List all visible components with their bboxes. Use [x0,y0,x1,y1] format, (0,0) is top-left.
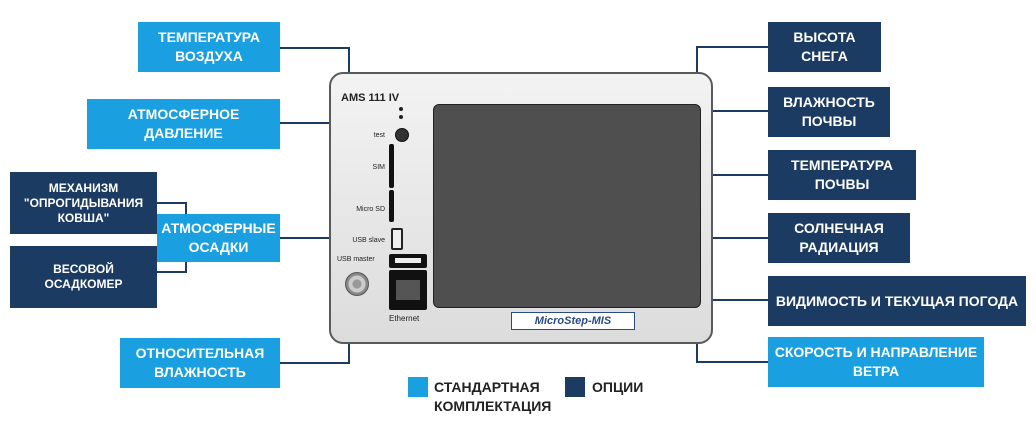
legend-standard-text: СТАНДАРТНАЯ КОМПЛЕКТАЦИЯ [434,379,552,414]
label-visibility-weather: ВИДИМОСТЬ И ТЕКУЩАЯ ПОГОДА [768,276,1026,326]
microstep-logo: MicroStep-MIS [511,312,635,330]
line-humidity [280,344,350,364]
usb-slave-port[interactable] [391,228,403,250]
line-tipping-bucket [157,202,187,214]
usb-master-port[interactable] [389,254,427,268]
legend-options-text: ОПЦИИ [592,379,644,395]
line-snow [696,46,768,72]
label-solar-radiation: СОЛНЕЧНАЯ РАДИАЦИЯ [768,213,910,263]
legend-standard-swatch [408,377,428,397]
sim-label: SIM [372,164,385,171]
ethernet-port[interactable] [389,270,427,310]
label-relative-humidity: ОТНОСИТЕЛЬНАЯ ВЛАЖНОСТЬ [120,338,280,388]
test-button[interactable] [395,128,409,142]
usb-slave-label: USB slave [352,237,385,244]
display-screen [433,104,701,308]
micro-sd-label: Micro SD [356,206,385,213]
legend-options-swatch [565,377,585,397]
line-weighing-gauge [157,262,187,273]
sim-slot[interactable] [389,144,394,188]
label-snow-height: ВЫСОТА СНЕГА [768,22,881,72]
label-wind: СКОРОСТЬ И НАПРАВЛЕНИЕ ВЕТРА [768,337,984,387]
line-wind [696,344,768,363]
ethernet-label: Ethernet [389,314,420,323]
indicator-led-2 [399,115,403,119]
antenna-connector[interactable] [345,272,369,296]
line-air-temperature [280,47,350,72]
ams-device: AMS 111 IV test SIM Micro SD USB slave U… [329,72,713,344]
label-air-temperature: ТЕМПЕРАТУРА ВОЗДУХА [138,22,280,72]
test-label: test [373,132,385,139]
label-tipping-bucket: МЕХАНИЗМ "ОПРОГИДЫВАНИЯ КОВША" [10,172,157,234]
label-soil-temperature: ТЕМПЕРАТУРА ПОЧВЫ [768,150,916,200]
indicator-led-1 [399,107,403,111]
label-atmospheric-pressure: АТМОСФЕРНОЕ ДАВЛЕНИЕ [87,99,280,149]
micro-sd-slot[interactable] [389,190,394,222]
device-model: AMS 111 IV [341,92,400,104]
label-precipitation: АТМОСФЕРНЫЕ ОСАДКИ [157,214,280,262]
label-soil-moisture: ВЛАЖНОСТЬ ПОЧВЫ [768,87,890,137]
label-weighing-gauge: ВЕСОВОЙ ОСАДКОМЕР [10,246,157,308]
usb-master-label: USB master [337,256,375,263]
